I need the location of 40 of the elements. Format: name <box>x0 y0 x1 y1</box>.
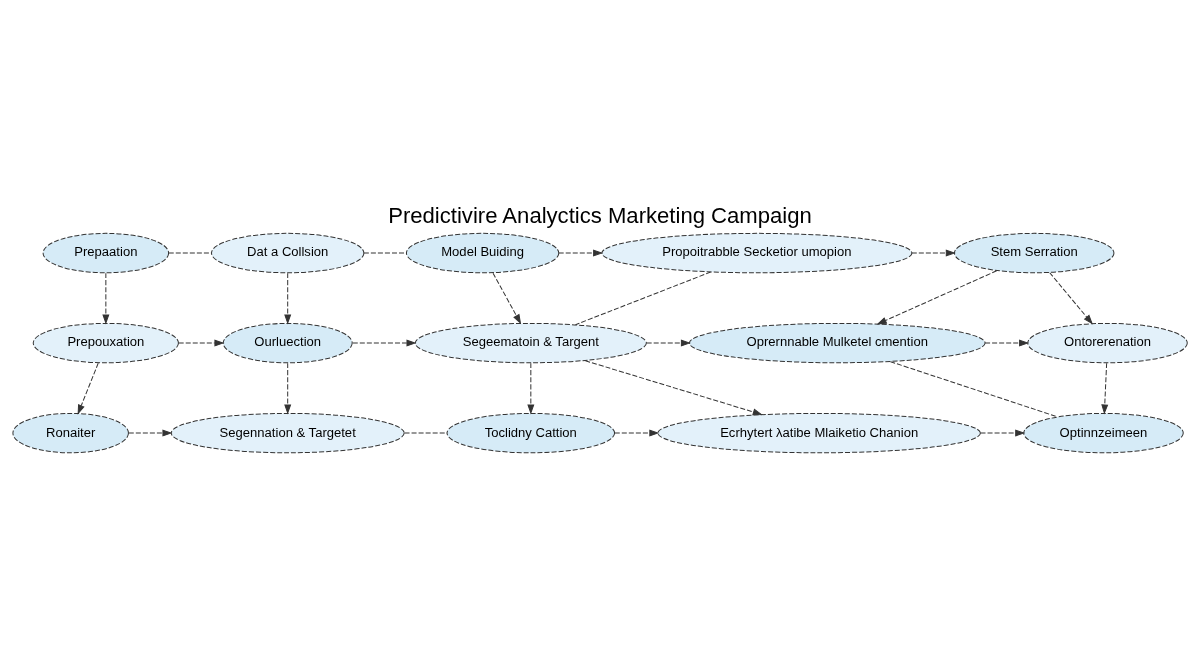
arrow <box>877 270 998 325</box>
connector <box>575 271 712 326</box>
connector <box>890 361 1058 418</box>
node-ellipse: Prepaation <box>42 232 170 274</box>
node-ellipse: Oprernnable Mulketel cmention <box>688 322 986 364</box>
node-ellipse: Dat a Collsion <box>211 232 365 274</box>
connector <box>404 432 448 434</box>
arrow <box>614 429 659 437</box>
connector <box>363 252 407 254</box>
arrow <box>1049 272 1093 324</box>
node-ellipse: Model Buiding <box>405 232 560 274</box>
arrow <box>284 272 291 324</box>
arrow <box>352 339 416 347</box>
arrow <box>980 429 1025 437</box>
arrow <box>284 362 291 414</box>
node-ellipse: Stem Serration <box>953 232 1115 274</box>
node-ellipse: Toclidny Cattion <box>446 412 616 454</box>
arrow <box>584 360 762 416</box>
node-ellipse: Ontorerenation <box>1027 322 1188 364</box>
arrow <box>911 249 955 257</box>
connector <box>168 252 212 254</box>
arrow <box>984 339 1029 347</box>
node-ellipse: Segennation & Targetet <box>170 412 405 454</box>
arrow <box>1101 362 1109 414</box>
node-ellipse: Propoitrabble Secketior umopion <box>601 232 913 274</box>
arrow <box>558 249 603 257</box>
node-ellipse: Prepouxation <box>32 322 179 364</box>
arrow <box>102 272 110 324</box>
arrow <box>492 272 521 324</box>
node-ellipse: Ecrhytert λatibe Mlaiketio Chanion <box>657 412 981 454</box>
arrow <box>646 339 690 347</box>
diagram-title: Predictivire Analyctics Marketing Campaign <box>388 202 812 228</box>
node-ellipse: Segeematoin & Targent <box>414 322 647 364</box>
node-ellipse: Ronaiter <box>12 412 129 454</box>
arrow <box>527 362 535 414</box>
arrow <box>77 362 99 414</box>
arrow <box>128 429 172 437</box>
node-ellipse: Optinnzeimeen <box>1023 412 1184 454</box>
node-ellipse: Ourluection <box>222 322 353 364</box>
arrow <box>178 339 224 347</box>
